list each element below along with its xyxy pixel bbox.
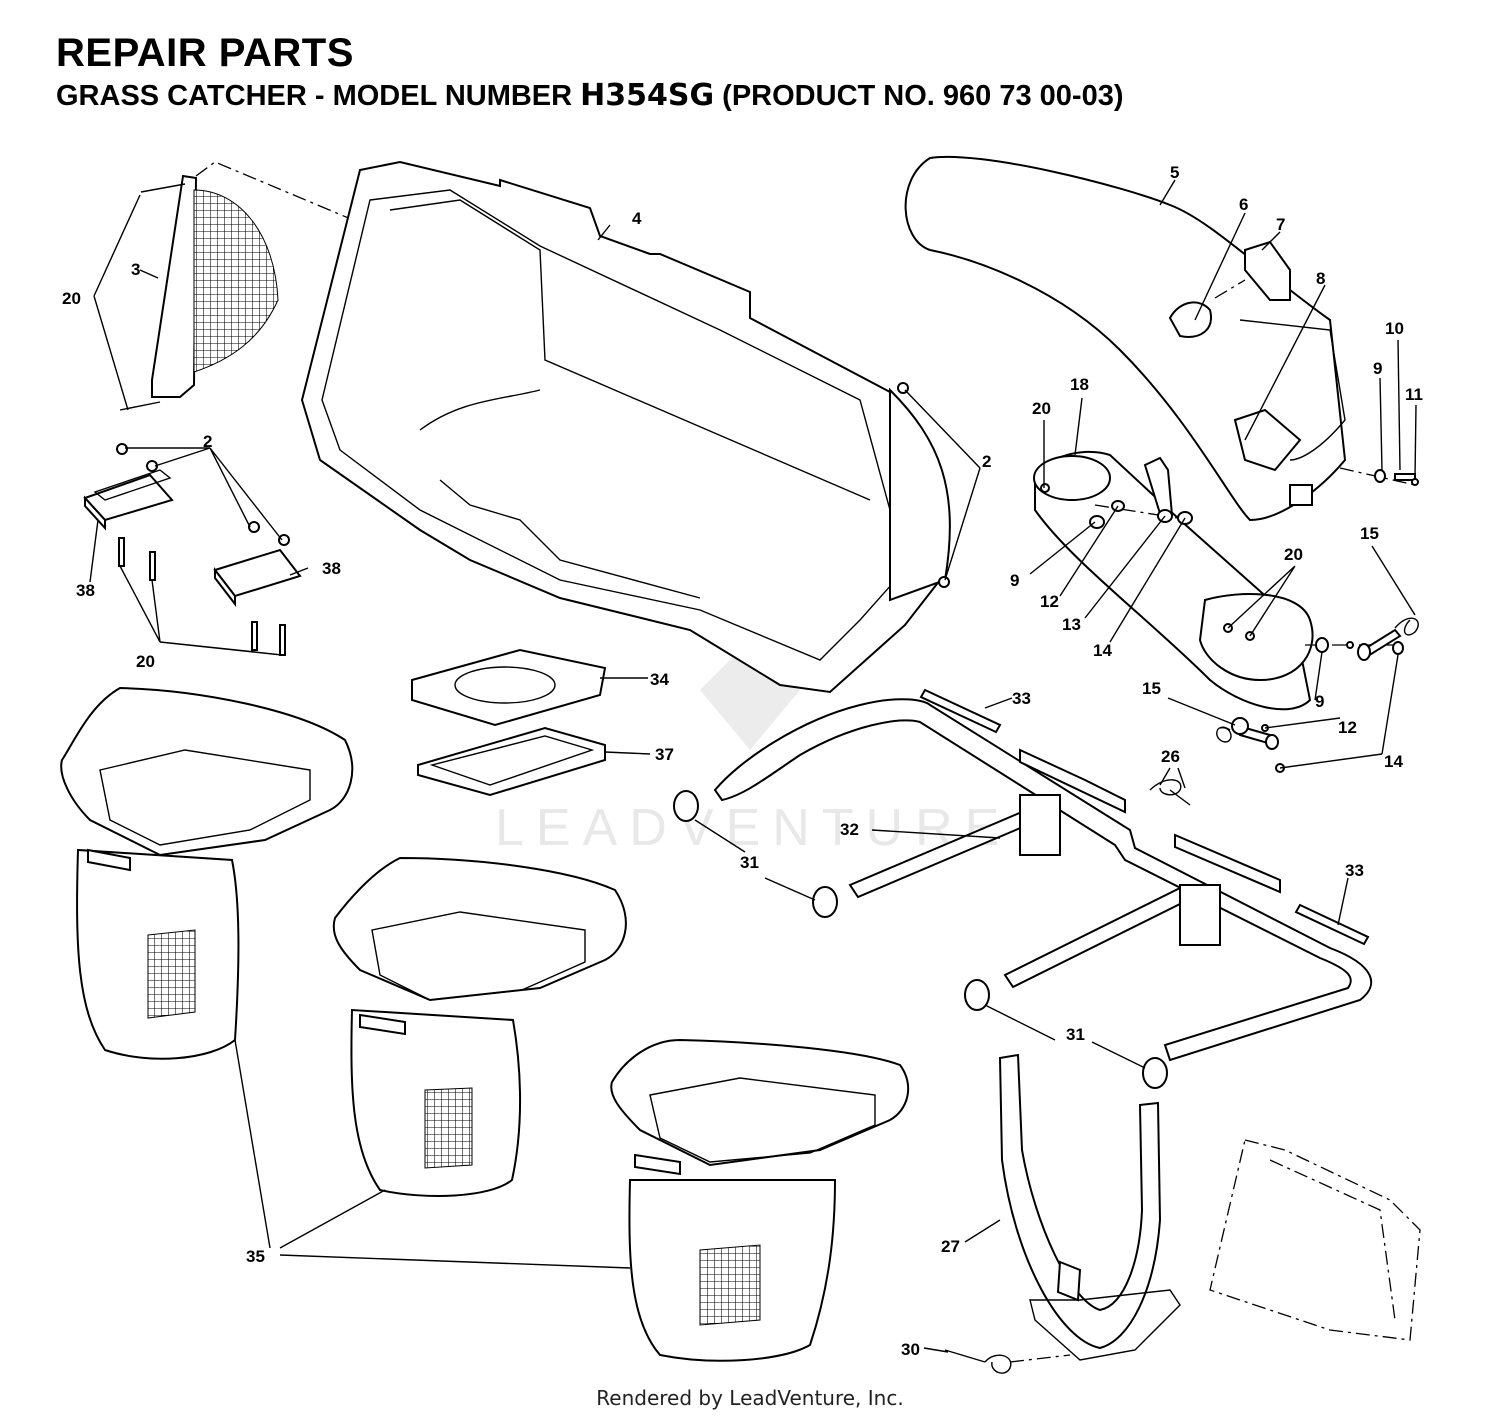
part-38-left-bracket: [83, 443, 174, 581]
callout-38: 38: [322, 559, 341, 578]
callout-7: 7: [1276, 215, 1285, 234]
part-31-caps: [673, 790, 1168, 1089]
callout-12: 12: [1338, 718, 1357, 737]
page-title: REPAIR PARTS: [56, 31, 354, 75]
callout-18: 18: [1070, 375, 1089, 394]
part-26-clip: [1149, 779, 1191, 806]
callout-30: 30: [901, 1340, 920, 1359]
watermark-text: LEADVENTURE: [495, 799, 1011, 857]
callout-26: 26: [1161, 747, 1180, 766]
part-3-screen: [119, 161, 831, 421]
callout-32: 32: [840, 820, 859, 839]
part-33-pins: [919, 688, 1370, 946]
callout-33: 33: [1345, 861, 1364, 880]
part-32-frame: [713, 698, 1373, 1062]
part-4-bin-frame: [300, 160, 951, 694]
part-35-bag-2: [332, 856, 627, 1197]
part-27-bracket: [998, 1053, 1181, 1361]
callout-14: 14: [1384, 752, 1403, 771]
part-18-tube: [1033, 450, 1314, 711]
callout-27: 27: [941, 1237, 960, 1256]
part-6-knob: [1168, 301, 1212, 338]
callout-9: 9: [1315, 692, 1324, 711]
callout-31: 31: [1066, 1025, 1085, 1044]
part-5-chute: [904, 155, 1347, 522]
part-35-bag-1: [60, 686, 354, 1060]
callout-33: 33: [1012, 689, 1031, 708]
hardware-9-10-11: [1339, 467, 1419, 486]
ghost-part: [1209, 1139, 1421, 1341]
page-subtitle: GRASS CATCHER - MODEL NUMBER H354SG (PRO…: [56, 78, 1123, 114]
callout-37: 37: [655, 745, 674, 764]
header: REPAIR PARTS GRASS CATCHER - MODEL NUMBE…: [56, 30, 1123, 114]
callout-11: 11: [1405, 385, 1423, 404]
callout-20: 20: [1284, 545, 1303, 564]
part-35-bag-3: [610, 1038, 910, 1362]
callout-31: 31: [740, 853, 759, 872]
callout-2: 2: [982, 452, 991, 471]
hardware-15-12-14: [1216, 617, 1419, 773]
callout-15: 15: [1142, 679, 1161, 698]
callout-9: 9: [1010, 571, 1019, 590]
subtitle-suffix: (PRODUCT NO. 960 73 00-03): [714, 80, 1124, 112]
callout-10: 10: [1385, 319, 1404, 338]
callout-4: 4: [632, 209, 642, 228]
callout-3: 3: [131, 260, 140, 279]
subtitle-prefix: GRASS CATCHER - MODEL NUMBER: [56, 80, 581, 112]
callout-13: 13: [1062, 615, 1081, 634]
callout-2: 2: [203, 432, 212, 451]
callout-9: 9: [1373, 359, 1382, 378]
model-number: H354SG: [580, 78, 715, 113]
callout-15: 15: [1360, 524, 1379, 543]
callout-35: 35: [246, 1247, 265, 1266]
callout-5: 5: [1170, 163, 1179, 182]
callout-6: 6: [1239, 195, 1248, 214]
callout-20: 20: [62, 289, 81, 308]
callouts: 20 3 4 5 6 7 8 10 9 11 2 2 18 20 38 38 2…: [62, 163, 1423, 1359]
callout-20: 20: [136, 652, 155, 671]
part-38-right-bracket: [213, 521, 302, 656]
part-13-lever: [1089, 456, 1193, 529]
footer-credit: Rendered by LeadVenture, Inc.: [596, 1386, 904, 1410]
part-34-gasket: [411, 648, 607, 727]
leader-lines: [89, 179, 1417, 1353]
callout-8: 8: [1316, 269, 1325, 288]
callout-20: 20: [1032, 399, 1051, 418]
part-37-frame: [417, 726, 606, 797]
callout-14: 14: [1093, 641, 1112, 660]
callout-12: 12: [1040, 592, 1059, 611]
callout-38: 38: [76, 581, 95, 600]
part-30-pin: [944, 1349, 1071, 1374]
callout-34: 34: [650, 670, 669, 689]
